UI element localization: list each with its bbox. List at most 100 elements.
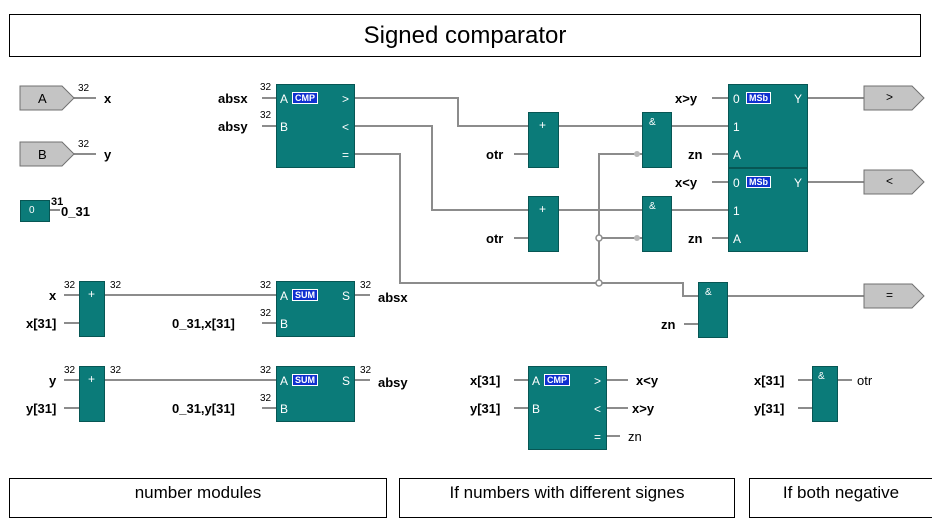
const-block: 0: [20, 200, 50, 222]
section-different-signs: If numbers with different signes: [399, 478, 735, 518]
or-glyph: +: [88, 372, 96, 386]
sum-block-y: A SUM S B: [276, 366, 355, 422]
diagram-title: Signed comparator: [9, 14, 921, 57]
bus-width: 32: [110, 280, 122, 291]
bus-width: 32: [260, 308, 272, 319]
net-zn: zn: [688, 231, 703, 246]
net-x-gt-y: x>y: [632, 401, 655, 416]
pin-0: 0: [733, 92, 740, 106]
net-x: x: [104, 91, 112, 106]
or-glyph: +: [88, 287, 96, 301]
net-zn: zn: [688, 147, 703, 162]
or-block-y: +: [79, 366, 105, 422]
bus-width: 32: [360, 280, 372, 291]
bus-width: 32: [260, 280, 272, 291]
net-y: y: [49, 373, 57, 388]
const-width: 31: [51, 196, 64, 208]
port-a-label: A: [38, 91, 47, 106]
and-glyph: &: [705, 287, 712, 298]
junction-dot: [595, 279, 603, 287]
pin-gt: >: [594, 374, 602, 388]
pin-eq: =: [594, 430, 602, 444]
mux-badge: MSb: [746, 92, 771, 104]
net-x-gt-y: x>y: [675, 91, 698, 106]
pin-b: B: [280, 317, 289, 331]
bus-width: 32: [64, 280, 76, 291]
or-glyph: +: [539, 118, 547, 132]
pin-b: B: [280, 402, 289, 416]
pin-s: S: [342, 289, 351, 303]
bus-width: 32: [260, 393, 272, 404]
and-block-3: &: [698, 282, 728, 338]
net-zn: zn: [628, 429, 642, 444]
net-absy: absy: [218, 119, 248, 134]
bus-width: 32: [110, 365, 122, 376]
net-y31: y[31]: [470, 401, 501, 416]
pin-y: Y: [794, 176, 803, 190]
cmp-block-abs: A B CMP > < =: [276, 84, 355, 168]
and-glyph: &: [649, 117, 656, 128]
pin-gt: >: [342, 92, 350, 106]
net-absx: absx: [218, 91, 248, 106]
pin-a: A: [280, 92, 289, 106]
pin-a: A: [280, 374, 289, 388]
pin-y: Y: [794, 92, 803, 106]
sum-badge: SUM: [292, 289, 318, 301]
cmp-block-sign: A CMP > B < =: [528, 366, 607, 450]
bus-width: 32: [64, 365, 76, 376]
pin-s: S: [342, 374, 351, 388]
sum-badge: SUM: [292, 374, 318, 386]
net-x31: x[31]: [470, 373, 501, 388]
net-x-lt-y: x<y: [675, 175, 698, 190]
pin-b: B: [532, 402, 541, 416]
or-block-2: +: [528, 196, 559, 252]
net-x31: x[31]: [26, 316, 57, 331]
pin-a: A: [733, 232, 742, 246]
output-port-eq: [863, 283, 925, 309]
mux-block-gt: 0 MSb Y 1 A: [728, 84, 808, 168]
bus-width: 32: [78, 139, 90, 150]
const-net: 0_31: [61, 204, 90, 219]
bus-width: 32: [260, 110, 272, 121]
section-both-negative: If both negative: [749, 478, 932, 518]
inversion-dot: [634, 151, 640, 157]
net-cat-y: 0_31,y[31]: [172, 401, 235, 416]
pin-0: 0: [733, 176, 740, 190]
const-value: 0: [29, 205, 35, 216]
net-y31: y[31]: [26, 401, 57, 416]
and-glyph: &: [649, 201, 656, 212]
net-y: y: [104, 147, 112, 162]
output-lt-label: <: [886, 174, 894, 188]
junction-dot: [595, 234, 603, 242]
bus-width: 32: [260, 365, 272, 376]
port-b-label: B: [38, 147, 47, 162]
output-eq-label: =: [886, 288, 894, 302]
net-otr: otr: [486, 147, 504, 162]
net-otr: otr: [486, 231, 504, 246]
mux-block-lt: 0 MSb Y 1 A: [728, 168, 808, 252]
output-gt-label: >: [886, 90, 894, 104]
bus-width: 32: [78, 83, 90, 94]
cmp-badge: CMP: [292, 92, 318, 104]
net-x31: x[31]: [754, 373, 785, 388]
and-block-2: &: [642, 196, 672, 252]
cmp-badge: CMP: [544, 374, 570, 386]
pin-lt: <: [342, 120, 350, 134]
and-block-otr: &: [812, 366, 838, 422]
input-port-b: [19, 141, 75, 167]
net-x: x: [49, 288, 57, 303]
net-y31: y[31]: [754, 401, 785, 416]
input-port-a: [19, 85, 75, 111]
pin-a: A: [532, 374, 541, 388]
section-number-modules: number modules: [9, 478, 387, 518]
or-block-1: +: [528, 112, 559, 168]
and-block-1: &: [642, 112, 672, 168]
mux-badge: MSb: [746, 176, 771, 188]
pin-a: A: [733, 148, 742, 162]
output-port-gt: [863, 85, 925, 111]
or-block-x: +: [79, 281, 105, 337]
net-zn: zn: [661, 317, 676, 332]
bus-width: 32: [260, 82, 272, 93]
pin-1: 1: [733, 204, 740, 218]
inversion-dot: [634, 235, 640, 241]
